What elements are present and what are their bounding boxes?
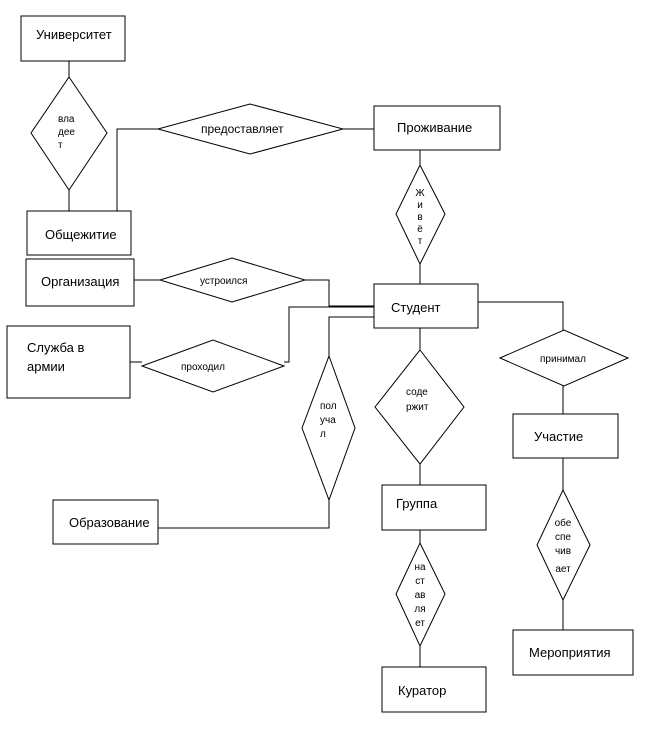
entity-university: Университет	[20, 15, 126, 62]
relationship-label-line: дее	[58, 127, 75, 138]
relationship-received: пол уча л	[301, 354, 356, 502]
entity-label: Студент	[391, 300, 441, 315]
relationship-label-line: и	[417, 200, 423, 211]
entity-student: Студент	[373, 283, 479, 329]
relationship-label-line: спе	[555, 532, 571, 543]
relationship-label-line: ржит	[406, 402, 429, 413]
relationship-label-line: в	[417, 212, 422, 223]
entity-curator: Куратор	[381, 666, 487, 713]
relationship-label-line: предоставляет	[201, 122, 284, 136]
relationship-took-part: принимал	[498, 329, 630, 387]
entity-label: Мероприятия	[529, 645, 611, 660]
relationship-label-line: ав	[415, 590, 426, 601]
relationship-label-line: пол	[320, 401, 337, 412]
entity-label: Куратор	[398, 683, 446, 698]
relationship-label-line: устроился	[200, 276, 247, 287]
entity-label: Участие	[534, 429, 583, 444]
relationship-provides: предоставляет	[156, 103, 345, 155]
entity-label: Проживание	[397, 120, 472, 135]
relationship-owns: вла дее т	[30, 76, 108, 191]
relationship-label-line: т	[418, 236, 423, 247]
relationship-label-line: вла	[58, 114, 75, 125]
entity-group: Группа	[381, 484, 487, 531]
relationship-label-line: уча	[320, 415, 336, 426]
relationship-label-line: проходил	[181, 362, 225, 373]
relationship-label-line: т	[58, 140, 63, 151]
relationship-label-line: на	[414, 562, 426, 573]
entity-participation: Участие	[512, 413, 619, 459]
entity-army-service: Служба в армии	[6, 325, 131, 399]
entity-label-line1: Служба в	[27, 340, 84, 355]
entity-events: Мероприятия	[512, 629, 634, 676]
relationship-label-line: ст	[415, 576, 425, 587]
relationship-label-line: ё	[417, 224, 423, 235]
relationship-label-line: л	[320, 429, 326, 440]
entity-label-line2: армии	[27, 359, 65, 374]
relationship-label-line: ает	[555, 564, 571, 575]
entity-label: Университет	[36, 27, 112, 42]
relationship-label-line: обе	[555, 517, 572, 529]
relationship-contains: соде ржит	[374, 349, 465, 465]
entity-dormitory: Общежитие	[26, 210, 132, 256]
relationship-lives: Ж и в ё т	[395, 163, 446, 266]
relationship-label-line: Ж	[415, 188, 425, 199]
relationship-label-line: ет	[415, 618, 425, 629]
relationship-label-line: ля	[414, 604, 425, 615]
entity-label: Организация	[41, 274, 119, 289]
relationship-got-job: устроился	[158, 257, 307, 303]
entity-education: Образование	[52, 499, 159, 545]
entity-label: Группа	[396, 496, 438, 511]
entity-label: Образование	[69, 515, 150, 530]
entity-organization: Организация	[25, 258, 135, 307]
relationship-provides-events: обе спе чив ает	[536, 488, 591, 602]
relationship-label-line: чив	[555, 546, 571, 557]
connectors	[68, 61, 564, 667]
relationship-label-line: принимал	[540, 354, 586, 365]
relationship-supervises: на ст ав ля ет	[395, 541, 446, 648]
relationship-label-line: соде	[406, 387, 428, 398]
entity-label: Общежитие	[45, 227, 117, 242]
entity-residence: Проживание	[373, 105, 501, 151]
relationship-served: проходил	[140, 339, 286, 393]
